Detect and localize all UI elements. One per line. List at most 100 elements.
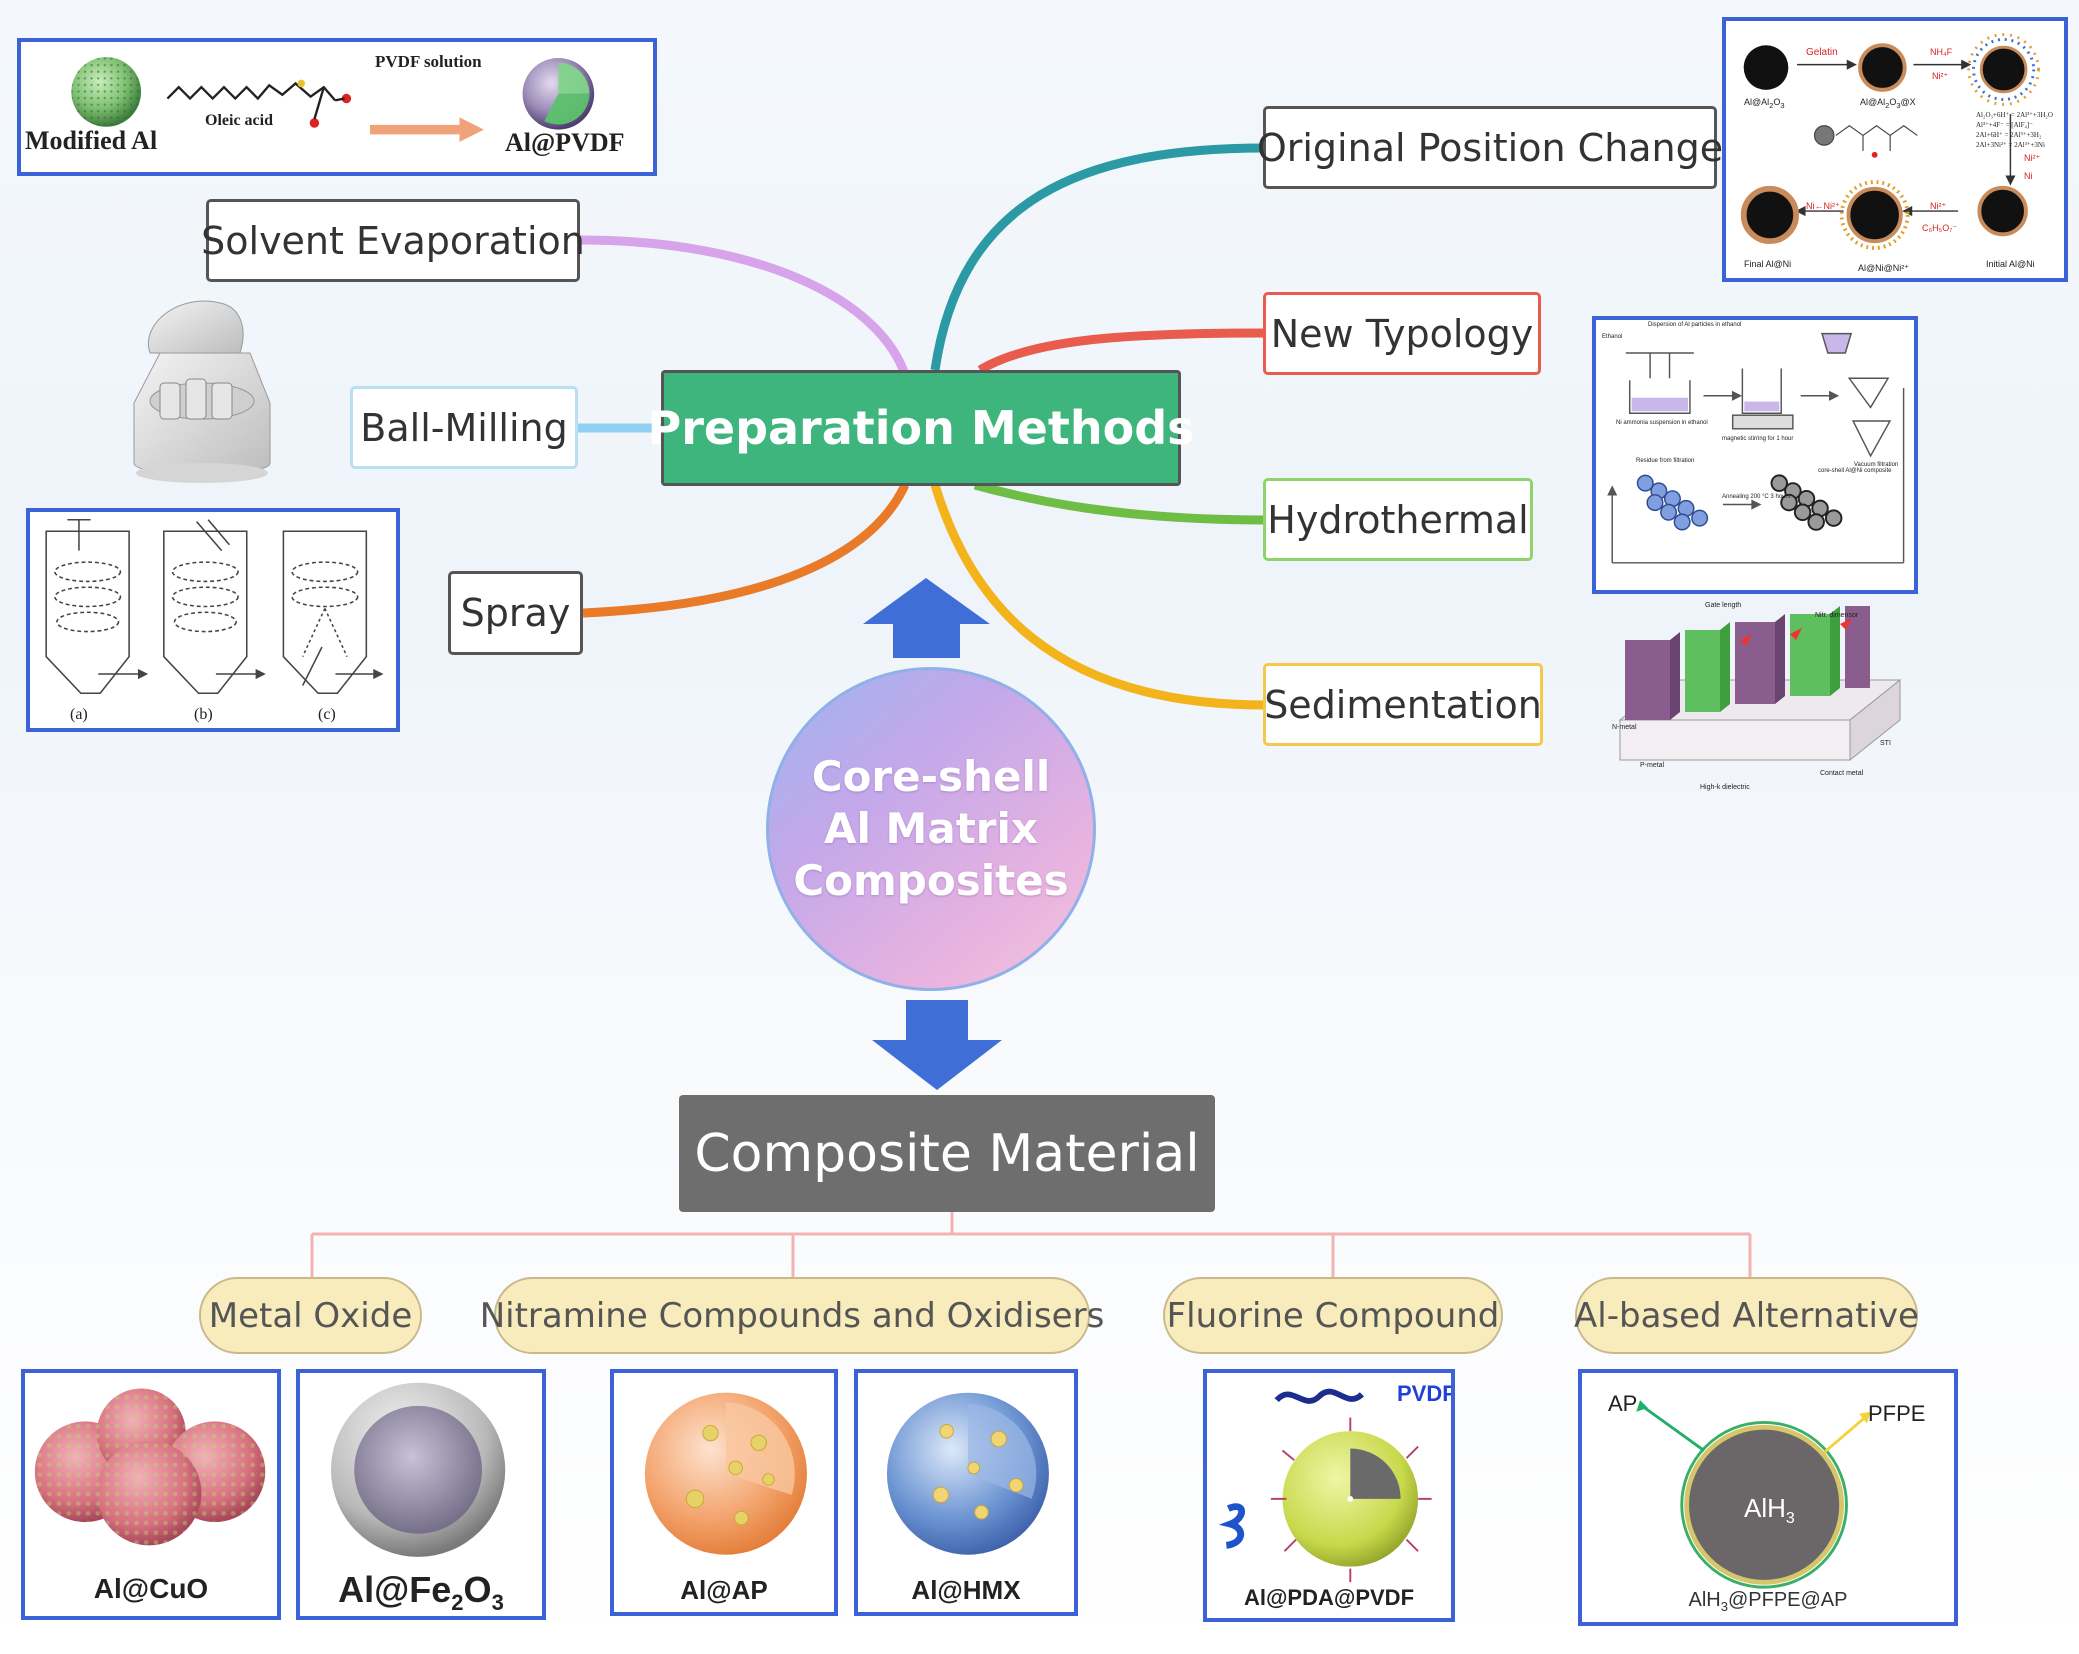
down-arrow-icon xyxy=(872,1000,1002,1090)
label-ni-arrow: Ni←Ni²⁺ xyxy=(1806,201,1840,211)
category-label: Fluorine Compound xyxy=(1166,1295,1500,1336)
panel-al-hmx: Al@HMX xyxy=(854,1369,1078,1616)
method-label: Original Position Change xyxy=(1256,125,1724,170)
label-al-al2o3-x: Al@Al2O3@X xyxy=(1860,97,1916,110)
method-label: Spray xyxy=(460,591,571,635)
surface-chains xyxy=(1270,1417,1432,1583)
pvdf-chain-icon xyxy=(1274,1388,1364,1404)
label-modified-al: Modified Al xyxy=(25,126,158,155)
label-c6h5o7: C₆H₅O₇⁻ xyxy=(1922,223,1958,233)
ap-arrow-icon xyxy=(1636,1400,1648,1412)
up-arrow-icon xyxy=(863,578,990,658)
preparation-methods-title: Preparation Methods xyxy=(647,401,1195,455)
label-pfpe: PFPE xyxy=(1868,1401,1926,1426)
method-label: Sedimentation xyxy=(1264,682,1542,727)
panel-al-pda-pvdf: PVDF Al@PDA@PVDF xyxy=(1203,1369,1455,1622)
label-ni-right: Ni xyxy=(2024,171,2033,181)
label-pvdf-chain: PVDF xyxy=(1397,1381,1455,1406)
label-ap: AP xyxy=(1608,1391,1638,1416)
particle-al-ni-ni2 xyxy=(1839,180,1910,250)
center-circle: Core-shell Al Matrix Composites xyxy=(766,667,1096,991)
panel-al-fe2o3: Al@Fe2O3 xyxy=(296,1369,546,1620)
label-nh4f: NH₄F xyxy=(1930,47,1953,57)
label-nitr-dimensor: Nitr. dimensor xyxy=(1815,612,1859,619)
panel-hydrothermal-process: Ethanol Dispersion of Al particles in et… xyxy=(1592,316,1918,594)
label-ni2-top: Ni²⁺ xyxy=(1932,71,1949,81)
label-c: (c) xyxy=(318,706,336,723)
method-hydrothermal[interactable]: Hydrothermal xyxy=(1263,478,1533,561)
label-gelatin: Gelatin xyxy=(1806,47,1838,58)
label-ni2-bottom: Ni²⁺ xyxy=(1930,201,1947,211)
panel-al-ap: Al@AP xyxy=(610,1369,838,1616)
caption-al-ap: Al@AP xyxy=(680,1575,768,1605)
composite-material-box[interactable]: Composite Material xyxy=(679,1095,1215,1212)
branch-new-typology xyxy=(977,328,1266,374)
label-contact-metal: Contact metal xyxy=(1820,770,1864,777)
branch-solvent-evaporation xyxy=(579,235,910,377)
label-al-al2o3: Al@Al2O3 xyxy=(1744,97,1785,110)
panel-sedimentation-chip: Gate length Nitr. dimensor N-metal P-met… xyxy=(1600,600,1920,800)
label-p-metal: P-metal xyxy=(1640,762,1665,769)
cyclone-b xyxy=(163,519,266,695)
label-eq1: Al₂O₃+6H⁺ = 2Al³⁺+3H₂O xyxy=(1976,111,2053,119)
alh3-core xyxy=(1684,1424,1845,1585)
label-al-ni-ni2: Al@Ni@Ni²⁺ xyxy=(1858,263,1910,273)
method-ball-milling[interactable]: Ball-Milling xyxy=(350,386,578,469)
label-oleic-acid: Oleic acid xyxy=(205,112,273,129)
category-label: Al-based Alternative xyxy=(1574,1295,1919,1336)
category-metal-oxide[interactable]: Metal Oxide xyxy=(199,1277,422,1354)
caption-al-pda-pvdf: Al@PDA@PVDF xyxy=(1243,1585,1415,1610)
particles-before xyxy=(1636,474,1709,531)
molecule-citrate xyxy=(1813,125,1918,158)
cyclone-a xyxy=(45,518,149,695)
label-pvdf-solution: PVDF solution xyxy=(375,52,482,71)
label-dispersion: Dispersion of Al particles in ethanol xyxy=(1648,322,1742,328)
panel-al-cuo: Al@CuO xyxy=(21,1369,281,1620)
label-alh3-core: AlH3 xyxy=(1744,1493,1795,1528)
panel-spray-cyclones: (a) (b) (c) xyxy=(26,508,400,732)
caption-al-hmx: Al@HMX xyxy=(911,1575,1021,1605)
label-suspension: Ni ammonia suspension in ethanol xyxy=(1616,420,1708,426)
label-al-pvdf: Al@PVDF xyxy=(505,128,625,157)
method-solvent-evaporation[interactable]: Solvent Evaporation xyxy=(201,199,585,282)
category-al-based-alternative[interactable]: Al-based Alternative xyxy=(1574,1277,1919,1354)
label-vacuum: Vacuum filtration xyxy=(1854,462,1899,468)
label-a: (a) xyxy=(70,706,88,723)
label-n-metal: N-metal xyxy=(1612,724,1637,731)
branch-sedimentation xyxy=(930,483,1266,710)
category-tree xyxy=(310,1212,1752,1277)
spray-cyclone-drawings xyxy=(45,518,384,695)
label-sti: STI xyxy=(1880,740,1891,747)
label-final-al-ni: Final Al@Ni xyxy=(1744,259,1792,269)
panel-ni-coating: Al@Al2O3 Al@Al2O3@X Gelatin NH₄F Ni²⁺ Al… xyxy=(1722,17,2068,282)
category-nitramine-compounds[interactable]: Nitramine Compounds and Oxidisers xyxy=(480,1277,1104,1354)
method-sedimentation[interactable]: Sedimentation xyxy=(1263,663,1543,746)
caption-al-cuo: Al@CuO xyxy=(93,1573,209,1604)
ball-mill-illustration xyxy=(133,300,271,483)
method-new-typology[interactable]: New Typology xyxy=(1263,292,1541,375)
particle-initial-al-ni xyxy=(1977,185,2028,237)
label-ethanol: Ethanol xyxy=(1602,334,1623,340)
category-fluorine-compound[interactable]: Fluorine Compound xyxy=(1163,1277,1503,1354)
label-product: core-shell Al@Ni composite xyxy=(1818,468,1892,474)
branch-spray xyxy=(582,483,910,618)
label-b: (b) xyxy=(194,706,213,723)
center-line2: Al Matrix xyxy=(824,804,1038,853)
label-annealing: Annealing 200 °C 3 hours xyxy=(1722,494,1791,500)
cyclone-c xyxy=(282,530,384,695)
composite-material-title: Composite Material xyxy=(694,1123,1200,1184)
method-label: Hydrothermal xyxy=(1267,497,1529,542)
label-eq2: Al³⁺+4F⁻ = [AlF₄]⁻ xyxy=(1976,121,2033,129)
panel-pvdf-coating: Modified Al Oleic acid PVDF solution Al@… xyxy=(17,38,657,176)
particle-decorated xyxy=(1967,33,2040,106)
particle-al-al2o3-x xyxy=(1858,43,1907,92)
fin-structures xyxy=(1625,606,1870,720)
ap-inclusions xyxy=(685,1424,775,1526)
branch-hydrothermal xyxy=(973,480,1266,525)
label-ni2-right: Ni²⁺ xyxy=(2024,153,2041,163)
method-spray[interactable]: Spray xyxy=(448,571,583,655)
label-initial-al-ni: Initial Al@Ni xyxy=(1986,259,2035,269)
method-original-position-change[interactable]: Original Position Change xyxy=(1257,106,1723,189)
preparation-methods-box[interactable]: Preparation Methods xyxy=(647,370,1195,486)
